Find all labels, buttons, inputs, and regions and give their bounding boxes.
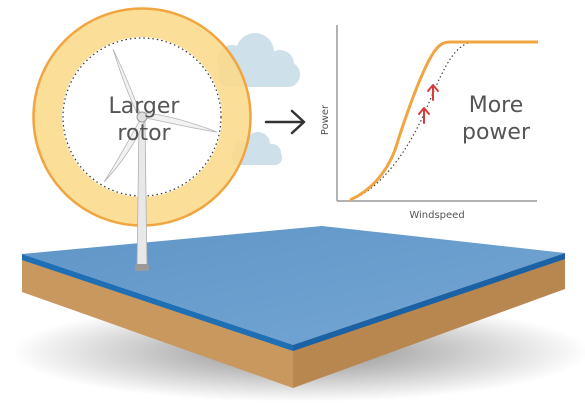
x-axis-label: Windspeed [409, 210, 464, 221]
larger-rotor-power-curve [349, 40, 538, 202]
platform-side-left [22, 258, 293, 388]
wind-turbine-icon [103, 48, 218, 271]
platform-top [22, 226, 565, 345]
rotor-label-line2: rotor [117, 121, 171, 146]
rotor-label-line1: Larger [109, 94, 181, 119]
platform-edge-right [293, 253, 565, 351]
power-curve-chart: More power Windspeed Power [320, 25, 538, 221]
y-axis-label: Power [320, 104, 331, 135]
platform-edge-left [22, 254, 293, 351]
platform-side-right [293, 257, 565, 388]
right-arrow-icon [264, 109, 306, 135]
platform [22, 226, 565, 388]
chart-annotation-line1: More [469, 93, 524, 118]
baseline-power-curve [349, 41, 538, 201]
up-arrow-icon [427, 84, 439, 101]
up-arrow-icon [418, 107, 430, 124]
chart-annotation-line2: power [462, 120, 531, 145]
